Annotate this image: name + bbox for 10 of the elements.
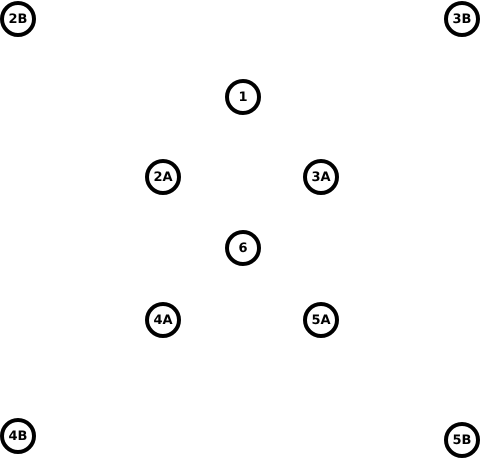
numbered-circle: 4A [145, 302, 181, 338]
numbered-circle: 3A [303, 159, 339, 195]
numbered-circle: 2B [0, 1, 36, 37]
numbered-circle: 2A [145, 159, 181, 195]
numbered-circle: 5B [444, 422, 480, 458]
numbered-circle: 5A [303, 302, 339, 338]
numbered-circle: 3B [444, 1, 480, 37]
numbered-circle: 4B [0, 418, 36, 454]
numbered-circle: 6 [225, 230, 261, 266]
numbered-circle: 1 [225, 79, 261, 115]
